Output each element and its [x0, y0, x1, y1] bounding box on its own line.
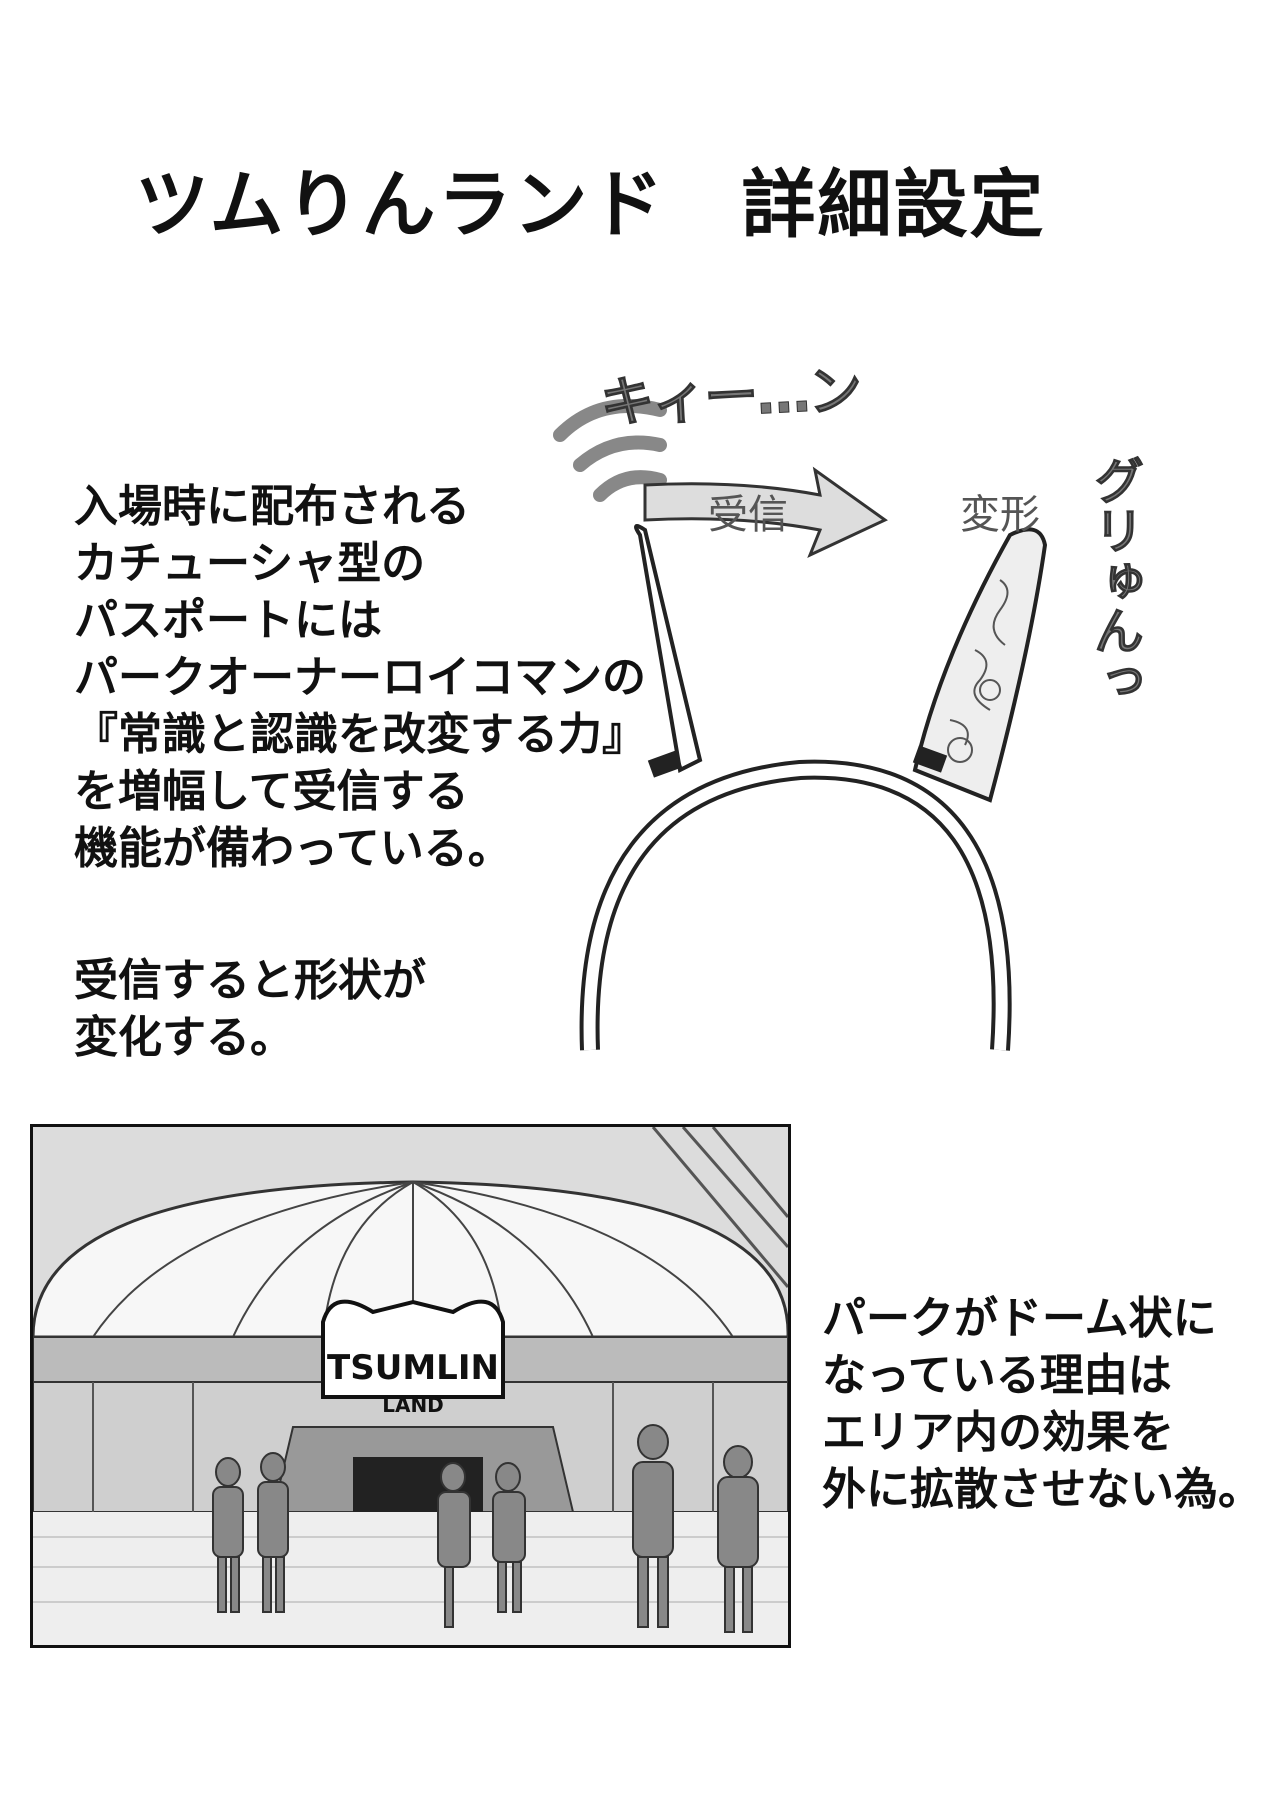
description-line: 機能が備わっている。 [74, 823, 512, 874]
dome-illustration-panel: TSUMLIN LAND [30, 1124, 791, 1648]
tsumlin-land-logo: TSUMLIN LAND [321, 1299, 505, 1417]
headband-diagram [553, 398, 1048, 1051]
page-title: ツムりんランド 詳細設定 [135, 162, 1046, 248]
antenna-straight [634, 524, 703, 773]
label-receive: 受信 [708, 492, 788, 538]
logo-text-main: TSUMLIN [327, 1348, 499, 1388]
description-line: 入場時に配布される [74, 481, 470, 532]
description-line: 『常識と認識を改変する力』 [74, 709, 646, 760]
note-line: 外に拡散させない為。 [822, 1464, 1262, 1515]
headband-description: 入場時に配布される カチューシャ型の パスポートには パークオーナーロイコマンの… [74, 478, 694, 877]
description-line: 変化する。 [74, 1012, 294, 1063]
signal-waves-icon [553, 398, 667, 502]
dome-note: パークがドーム状に なっている理由は エリア内の効果を 外に拡散させない為。 [822, 1290, 1262, 1518]
description-line: パスポートには [74, 595, 382, 646]
note-line: エリア内の効果を [822, 1407, 1174, 1458]
description-line: カチューシャ型の [74, 538, 426, 589]
antenna-transformed [912, 527, 1048, 803]
transform-description: 受信すると形状が 変化する。 [74, 952, 426, 1066]
visitors [212, 1424, 759, 1633]
logo-text-sub: LAND [382, 1393, 444, 1417]
description-line: パークオーナーロイコマンの [74, 652, 646, 703]
dome-illustration: TSUMLIN LAND [33, 1127, 788, 1645]
sound-effect-guri: グリゅんっ [1086, 455, 1145, 706]
note-line: なっている理由は [822, 1350, 1172, 1401]
note-line: パークがドーム状に [822, 1293, 1217, 1344]
description-line: 受信すると形状が [74, 955, 426, 1006]
sound-effect-kiin: キィー…ン [598, 358, 862, 436]
description-line: を増幅して受信する [74, 766, 469, 817]
label-transform: 変形 [960, 492, 1040, 538]
arrow-icon [643, 466, 888, 558]
